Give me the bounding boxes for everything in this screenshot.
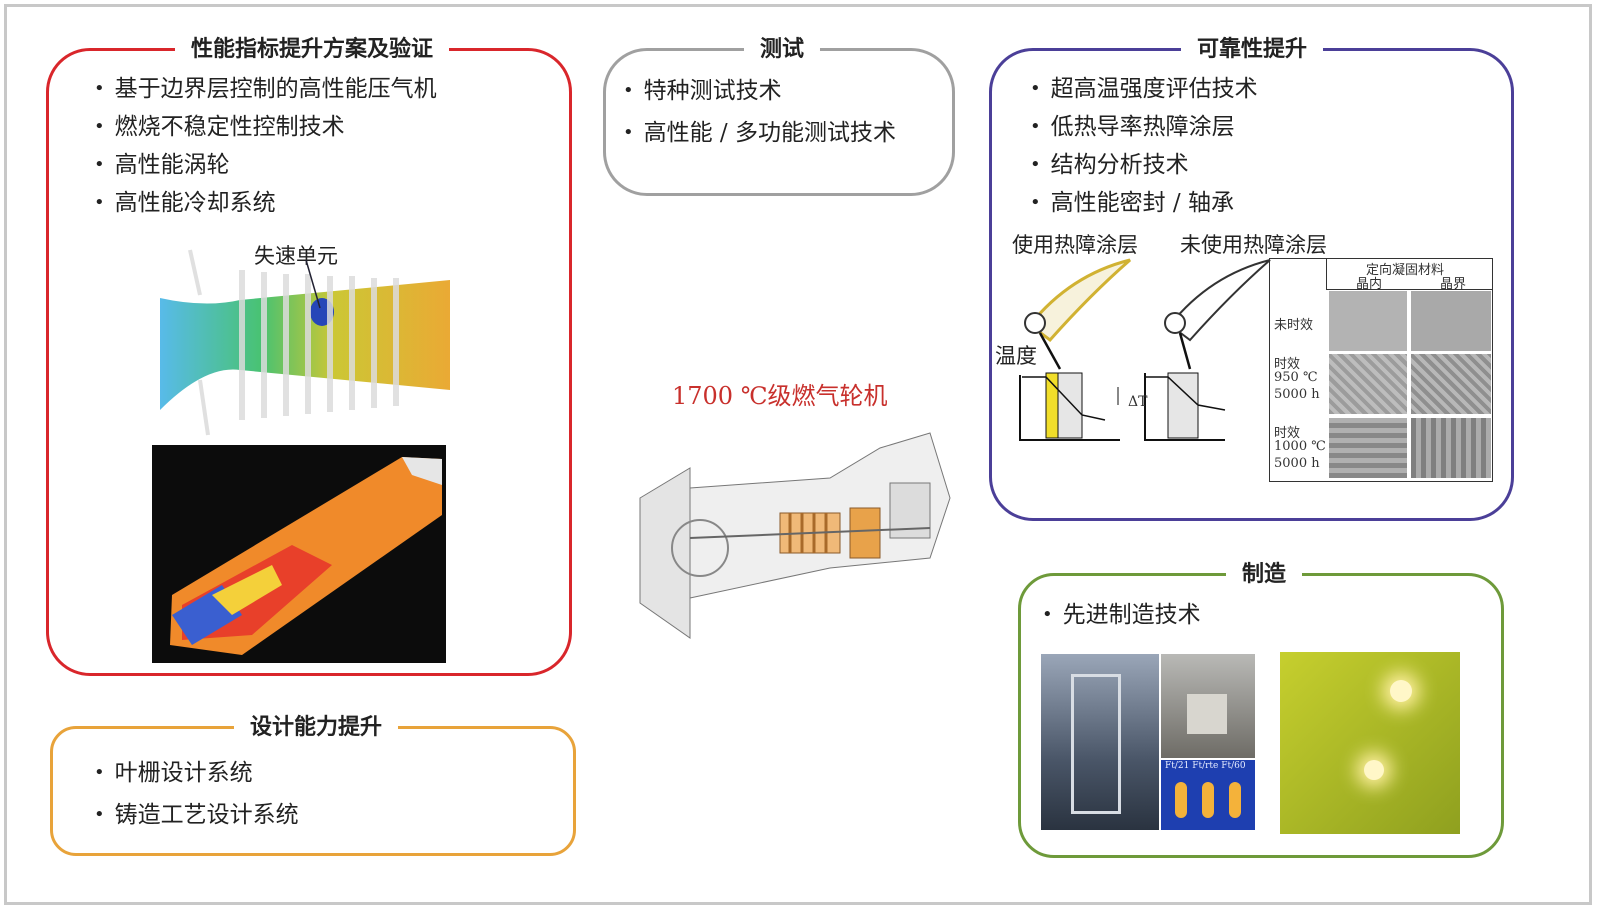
factory-photo	[1041, 654, 1159, 830]
col-inside-label: 晶内	[1356, 277, 1383, 292]
with-tbc-label: 使用热障涂层	[1012, 233, 1138, 257]
stall-cell-label: 失速单元	[254, 244, 338, 268]
reliability-list: 超高温强度评估技术 低热导率热障涂层 结构分析技术 高性能密封 / 轴承	[1030, 70, 1258, 222]
list-item: 特种测试技术	[623, 70, 896, 112]
material-micrograph-table: 定向凝固材料 晶内 晶界 未时效 时效 950 ℃ 5000 h 时效 1000…	[1269, 258, 1493, 482]
compressor-simulation-image	[160, 249, 450, 436]
temperature-label: 温度	[995, 344, 1037, 368]
row-950-label-2: 950 ℃	[1274, 370, 1318, 385]
machine-photo	[1161, 654, 1255, 758]
manufacturing-list: 先进制造技术	[1042, 596, 1201, 634]
list-item: 结构分析技术	[1030, 146, 1258, 184]
row-950-label-3: 5000 h	[1274, 387, 1320, 402]
list-item: 低热导率热障涂层	[1030, 108, 1258, 146]
list-item: 高性能 / 多功能测试技术	[623, 112, 896, 154]
thermal-barrier-coating-diagram	[1019, 258, 1271, 441]
row-1000-label-3: 5000 h	[1274, 456, 1320, 471]
list-item: 基于边界层控制的高性能压气机	[94, 70, 437, 108]
col-boundary-label: 晶界	[1440, 277, 1467, 292]
manufacturing-section: 制造	[1018, 556, 1504, 858]
list-item: 燃烧不稳定性控制技术	[94, 108, 437, 146]
performance-section: 性能指标提升方案及验证	[46, 31, 572, 676]
list-item: 高性能密封 / 轴承	[1030, 184, 1258, 222]
micrograph-image	[1411, 354, 1491, 414]
micrograph-image	[1329, 291, 1407, 351]
list-item: 先进制造技术	[1042, 596, 1201, 634]
testing-title: 测试	[743, 31, 821, 63]
row-1000-label-2: 1000 ℃	[1274, 439, 1326, 454]
micrograph-image	[1411, 291, 1491, 351]
list-item: 超高温强度评估技术	[1030, 70, 1258, 108]
gas-turbine-cutaway-image	[639, 432, 951, 639]
testing-list: 特种测试技术 高性能 / 多功能测试技术	[623, 70, 896, 154]
list-item: 叶栅设计系统	[94, 752, 299, 794]
thermal-imaging-photo: Ft/21 Ft/rte Ft/60	[1161, 760, 1255, 830]
thermal-caption: Ft/21 Ft/rte Ft/60	[1165, 761, 1246, 771]
reliability-title: 可靠性提升	[1180, 31, 1324, 63]
micrograph-image	[1329, 354, 1407, 414]
testing-section: 测试	[603, 31, 955, 196]
design-section: 设计能力提升	[50, 709, 576, 856]
delta-t-label: ΔT	[1128, 394, 1148, 410]
without-tbc-label: 未使用热障涂层	[1180, 233, 1327, 257]
row-unaged-label: 未时效	[1274, 318, 1314, 333]
performance-list: 基于边界层控制的高性能压气机 燃烧不稳定性控制技术 高性能涡轮 高性能冷却系统	[94, 70, 437, 222]
list-item: 高性能涡轮	[94, 146, 437, 184]
material-header: 定向凝固材料	[1366, 263, 1445, 278]
performance-title: 性能指标提升方案及验证	[174, 31, 450, 63]
combustor-simulation-image	[152, 445, 446, 663]
outer-frame	[4, 4, 1592, 905]
design-list: 叶栅设计系统 铸造工艺设计系统	[94, 752, 299, 836]
center-title: 1700 ℃级燃气轮机	[672, 382, 888, 410]
laser-processing-photo	[1280, 652, 1460, 834]
manufacturing-title: 制造	[1225, 556, 1303, 588]
design-title: 设计能力提升	[233, 709, 399, 741]
micrograph-image	[1329, 418, 1407, 478]
micrograph-image	[1411, 418, 1491, 478]
list-item: 铸造工艺设计系统	[94, 794, 299, 836]
reliability-section: 可靠性提升	[989, 31, 1514, 521]
list-item: 高性能冷却系统	[94, 184, 437, 222]
row-1000-label-1: 时效	[1274, 426, 1301, 441]
row-950-label-1: 时效	[1274, 357, 1301, 372]
